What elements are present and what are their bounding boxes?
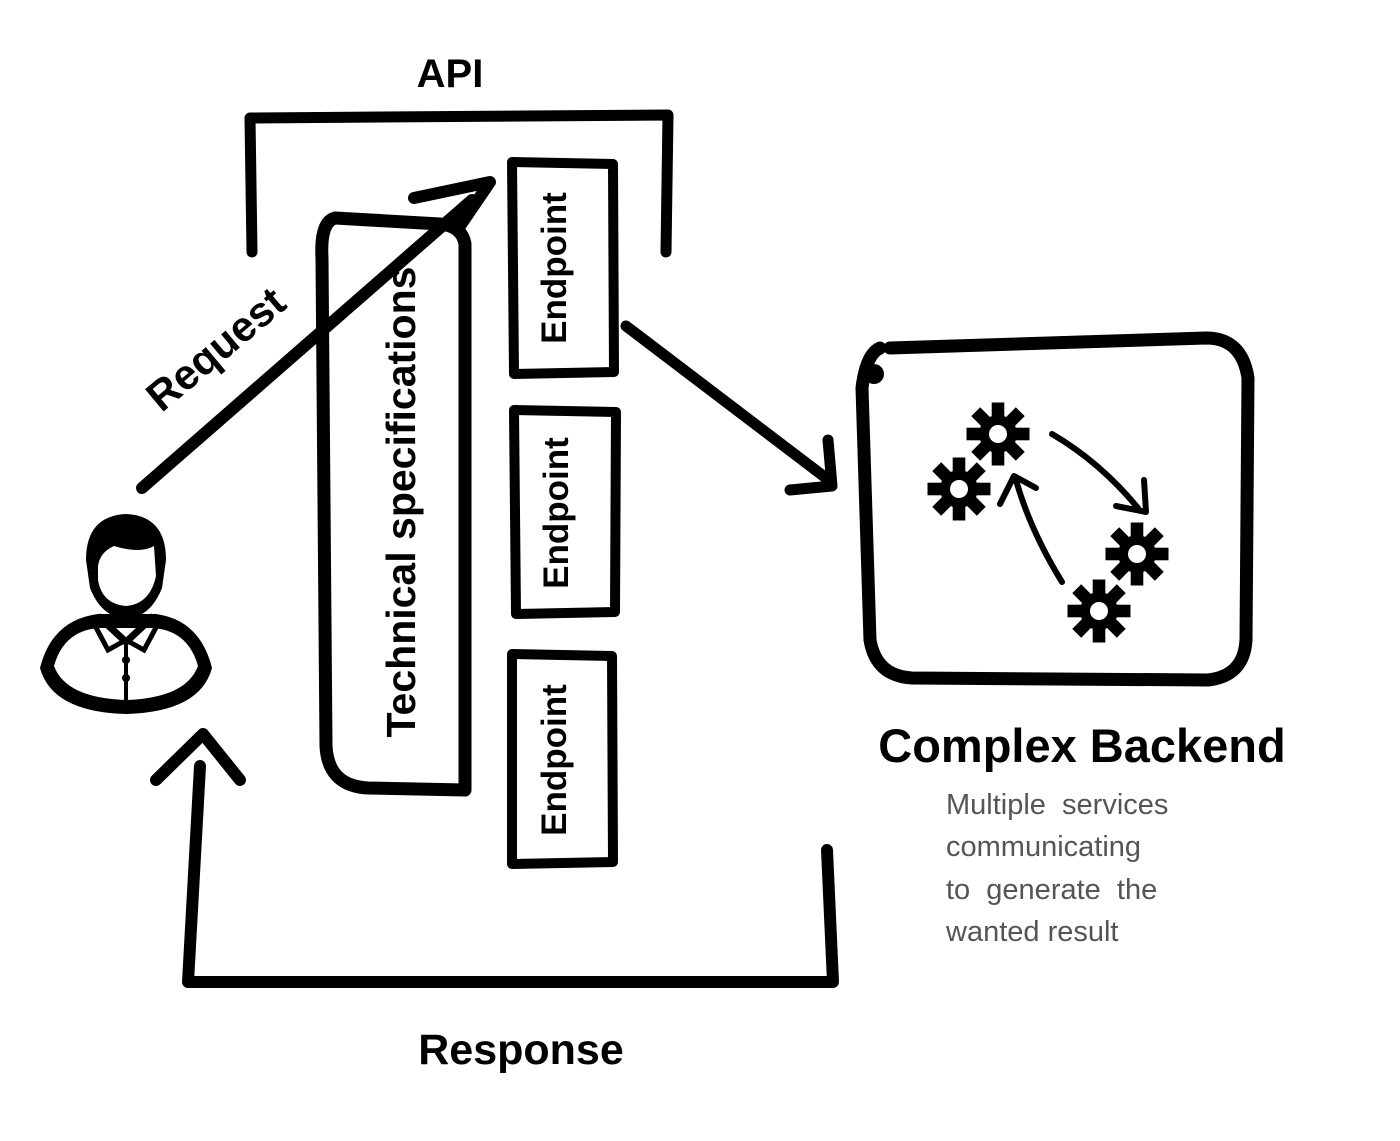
backend-title: Complex Backend xyxy=(878,719,1285,772)
backend-description: Multiple services communicating to gener… xyxy=(945,789,1168,948)
backend-arrow xyxy=(620,320,838,496)
tech-spec-label: Technical specifications xyxy=(378,267,424,738)
endpoint-box[interactable]: Endpoint xyxy=(507,649,618,869)
request-label: Request xyxy=(137,278,294,421)
backend-description-line: wanted result xyxy=(945,916,1119,948)
backend-description-line: Multiple services xyxy=(946,789,1168,821)
endpoint-box[interactable]: Endpoint xyxy=(507,157,619,379)
backend-description-line: to generate the xyxy=(946,874,1157,906)
endpoint-label: Endpoint xyxy=(535,192,574,344)
gears-icon xyxy=(927,402,1169,643)
response-label: Response xyxy=(418,1026,624,1074)
endpoint-label: Endpoint xyxy=(535,684,574,836)
user-icon xyxy=(40,514,212,714)
endpoint-label: Endpoint xyxy=(537,437,576,589)
response-arrow xyxy=(150,728,839,988)
api-bracket xyxy=(244,109,674,258)
backend-box xyxy=(855,331,1255,687)
api-label: API xyxy=(417,52,484,96)
request-arrow xyxy=(136,176,496,494)
endpoint-box[interactable]: Endpoint xyxy=(509,405,621,619)
backend-description-line: communicating xyxy=(946,831,1141,863)
